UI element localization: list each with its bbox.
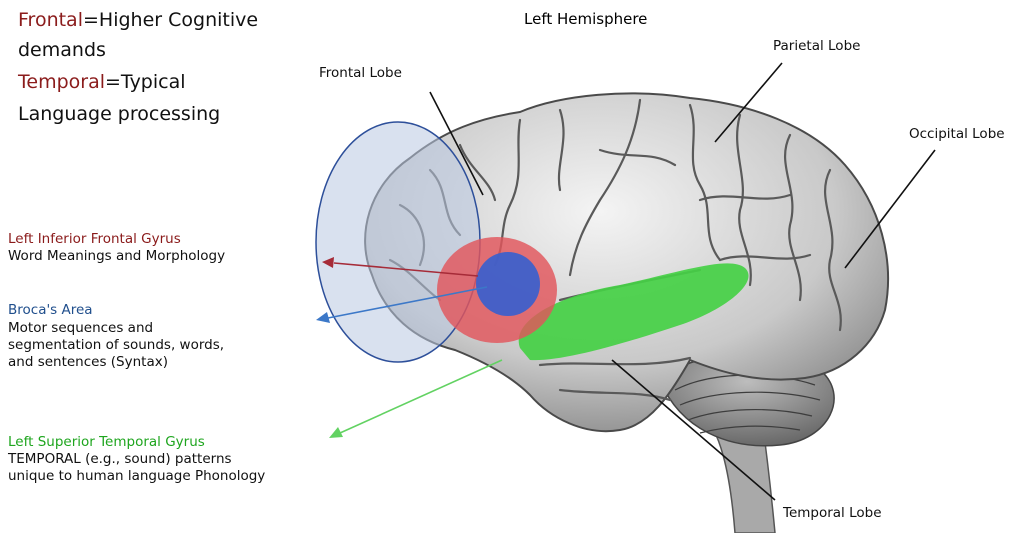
legend-line-3: Temporal=Typical: [18, 70, 186, 95]
legend-line-1: Frontal=Higher Cognitive: [18, 8, 258, 33]
legend-frontal-def: =Higher Cognitive: [83, 9, 258, 31]
parietal-lobe-label: Parietal Lobe: [773, 38, 860, 54]
lstg-desc-1: TEMPORAL (e.g., sound) patterns: [8, 451, 232, 468]
broca-label: Broca's Area: [8, 302, 93, 319]
lstg-label: Left Superior Temporal Gyrus: [8, 434, 205, 451]
legend-temporal-def: =Typical: [105, 71, 186, 93]
broca-desc-1: Motor sequences and: [8, 320, 153, 337]
frontal-lobe-label: Frontal Lobe: [319, 65, 402, 81]
legend-line-2: demands: [18, 38, 106, 63]
legend-frontal-term: Frontal: [18, 9, 83, 31]
broca-desc-2: segmentation of sounds, words,: [8, 337, 224, 354]
broca-region: [476, 252, 540, 316]
diagram-title: Left Hemisphere: [524, 10, 647, 28]
legend-temporal-term: Temporal: [18, 71, 105, 93]
broca-desc-3: and sentences (Syntax): [8, 354, 168, 371]
occipital-lobe-label: Occipital Lobe: [909, 126, 1005, 142]
lifg-label: Left Inferior Frontal Gyrus: [8, 231, 181, 248]
legend-line-4: Language processing: [18, 102, 220, 127]
broca-arrowhead: [316, 312, 330, 323]
lstg-desc-2: unique to human language Phonology: [8, 468, 265, 485]
lstg-arrow: [340, 360, 502, 433]
temporal-lobe-label: Temporal Lobe: [783, 505, 882, 521]
lifg-desc-1: Word Meanings and Morphology: [8, 248, 225, 265]
